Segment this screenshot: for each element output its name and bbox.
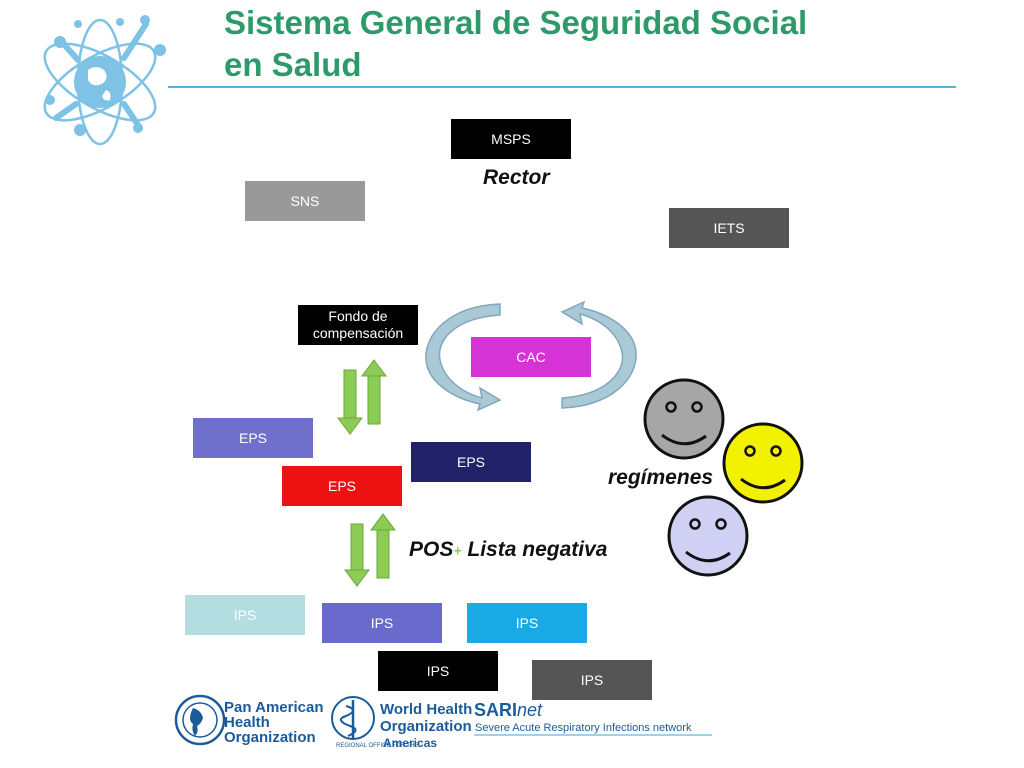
- box-ips-4-label: IPS: [426, 662, 450, 679]
- box-ips-4: IPS: [378, 651, 498, 691]
- arrow-down-upper: [337, 369, 363, 435]
- title-line-2: en Salud: [224, 46, 362, 83]
- box-iets-label: IETS: [713, 219, 745, 236]
- arrow-up-lower: [370, 513, 396, 579]
- paho-line-2: Health: [224, 714, 270, 731]
- box-eps-2: EPS: [411, 442, 531, 482]
- globe-emblem-logo: [43, 15, 166, 146]
- box-ips-5-label: IPS: [580, 671, 604, 688]
- who-region: Americas: [383, 736, 437, 750]
- smiley-lavender-icon: [667, 495, 749, 577]
- who-sub: REGIONAL OFFICE FOR THE: [336, 743, 418, 749]
- box-ips-1-label: IPS: [233, 606, 257, 623]
- box-sns-label: SNS: [290, 192, 320, 209]
- box-ips-2-label: IPS: [370, 614, 394, 631]
- paho-emblem-icon: [174, 694, 226, 746]
- smiley-gray-icon: [643, 378, 725, 460]
- label-pos-lista: POS+ Lista negativa: [409, 538, 607, 562]
- title-divider: [168, 86, 956, 88]
- page-title: Sistema General de Seguridad Social en S…: [224, 2, 807, 86]
- box-ips-1: IPS: [185, 595, 305, 635]
- sari-net: net: [517, 700, 543, 720]
- label-regimenes: regímenes: [608, 466, 714, 489]
- box-fondo-compensacion: Fondo de compensación: [298, 305, 418, 345]
- box-sns: SNS: [245, 181, 365, 221]
- box-eps-2-label: EPS: [456, 453, 485, 470]
- label-lista-negativa: Lista negativa: [467, 538, 608, 561]
- box-ips-3: IPS: [467, 603, 587, 643]
- box-fondo-label: Fondo de compensación: [312, 308, 404, 341]
- box-eps-3: EPS: [282, 466, 402, 506]
- box-cac-label: CAC: [516, 348, 546, 365]
- label-rector: Rector: [483, 166, 550, 189]
- who-emblem-icon: [331, 696, 375, 740]
- box-msps-label: MSPS: [491, 130, 531, 147]
- arrow-up-upper: [361, 359, 387, 425]
- paho-line-3: Organization: [224, 729, 316, 746]
- box-cac: CAC: [471, 337, 591, 377]
- smiley-yellow-icon: [722, 422, 804, 504]
- who-line-2: Organization: [380, 718, 472, 735]
- box-ips-2: IPS: [322, 603, 442, 643]
- box-eps-1: EPS: [193, 418, 313, 458]
- paho-line-1: Pan American: [224, 699, 324, 716]
- label-pos-separator: +: [453, 542, 462, 559]
- box-eps-3-label: EPS: [327, 477, 356, 494]
- box-iets: IETS: [669, 208, 789, 248]
- who-line-1: World Health: [380, 701, 472, 718]
- sari-tagline: Severe Acute Respiratory Infections netw…: [475, 722, 692, 734]
- box-msps: MSPS: [451, 119, 571, 159]
- label-pos: POS: [409, 538, 454, 561]
- sari-brand: SARI: [474, 700, 517, 720]
- box-ips-5: IPS: [532, 660, 652, 700]
- arrow-down-lower: [344, 523, 370, 587]
- title-line-1: Sistema General de Seguridad Social: [224, 4, 808, 41]
- box-eps-1-label: EPS: [238, 429, 267, 446]
- sarinet-logo: SARInet: [474, 700, 543, 720]
- box-ips-3-label: IPS: [515, 614, 539, 631]
